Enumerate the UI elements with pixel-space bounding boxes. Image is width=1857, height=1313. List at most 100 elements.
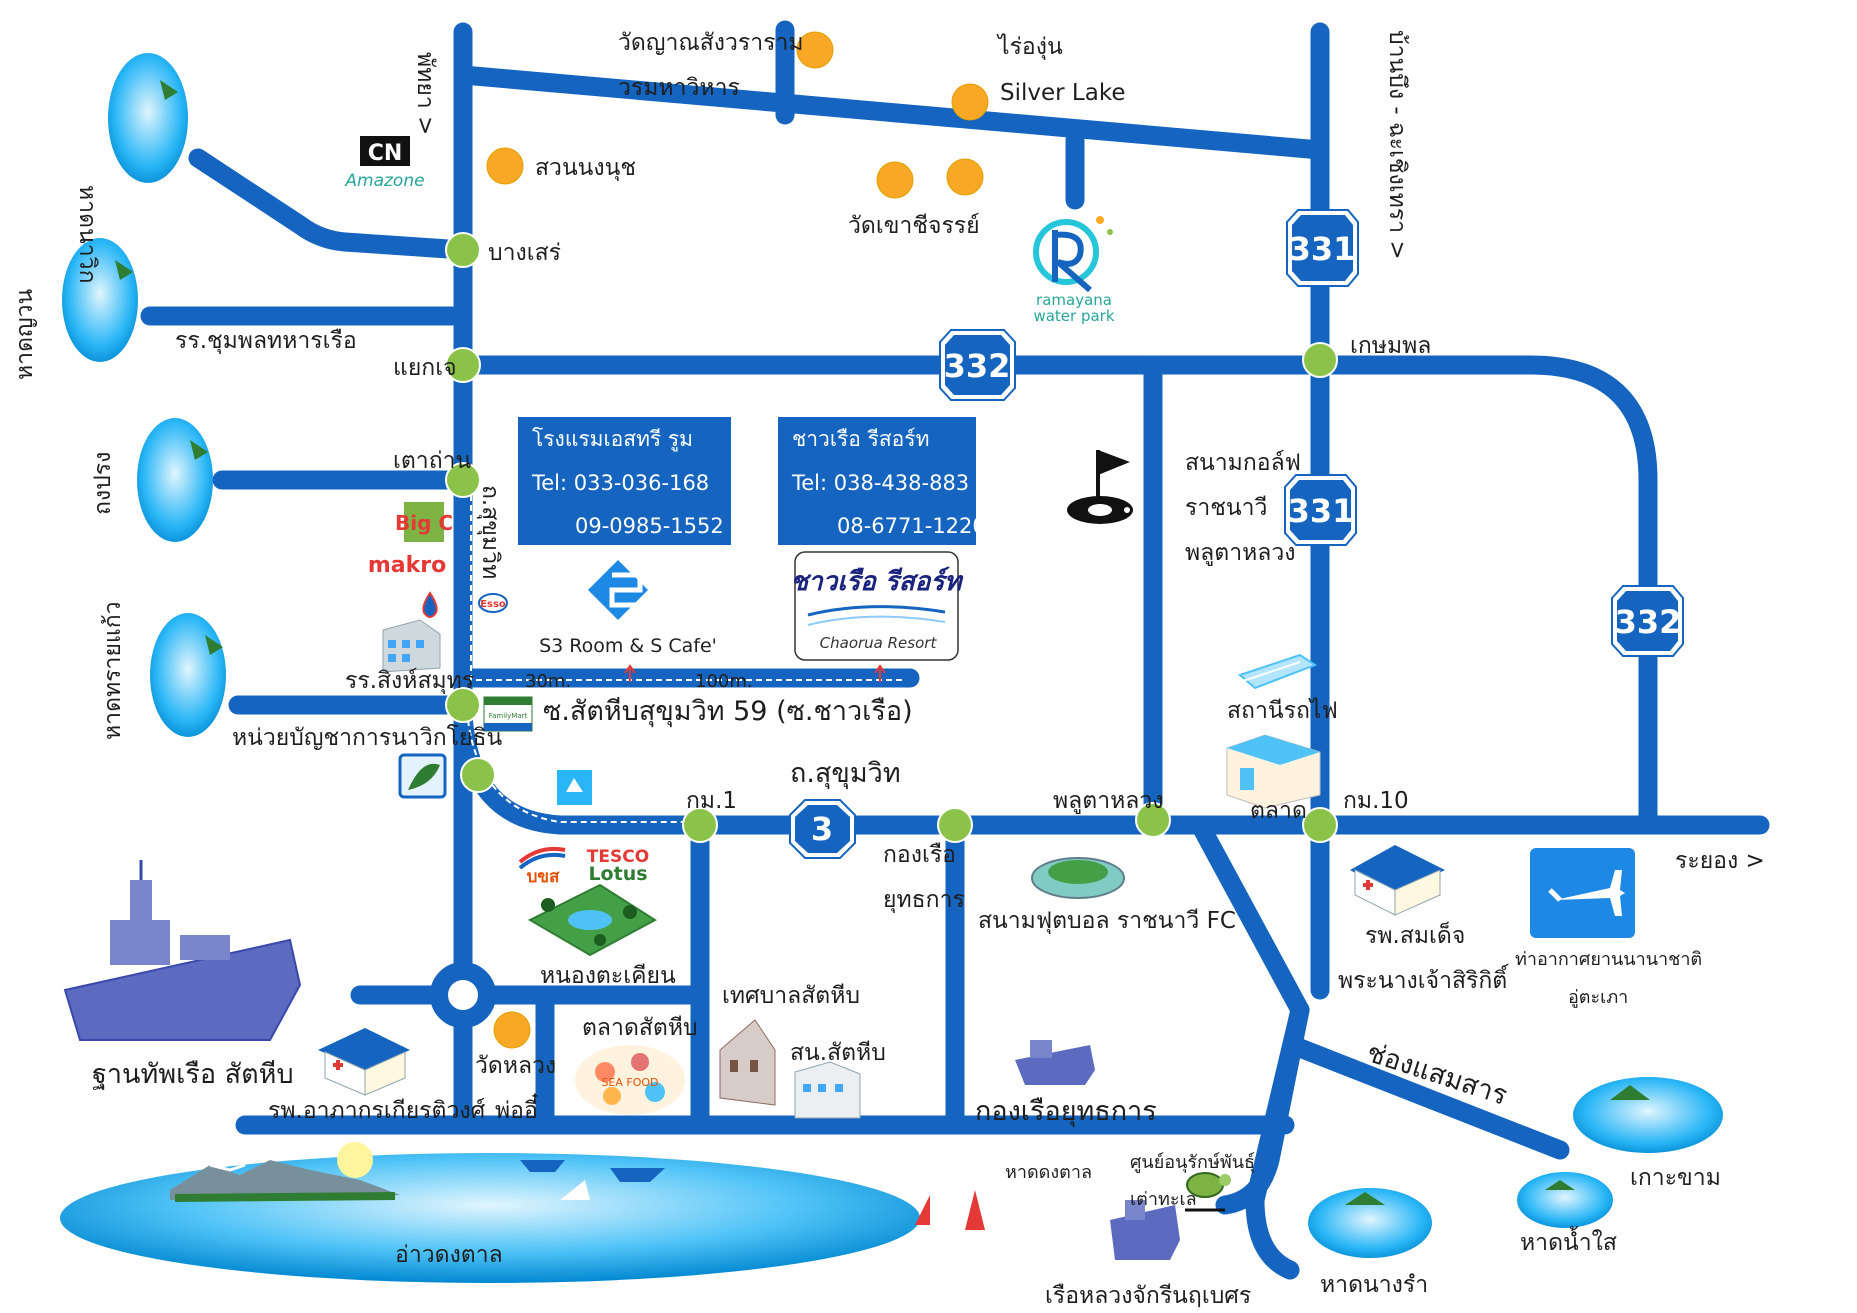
label-market[interactable]: ตลาด: [1250, 798, 1307, 824]
chaorua-logo-title: ชาวเรือ รีสอร์ท: [791, 566, 965, 597]
label-phlu-ta-luang[interactable]: พลูตาหลวง: [1053, 788, 1164, 814]
label-hat-nang-ram[interactable]: หาดนางรำ: [1320, 1272, 1428, 1298]
island-ko-kham[interactable]: [1573, 1077, 1723, 1153]
cn-logo-letters: CN: [368, 141, 403, 166]
label-silver-lake[interactable]: Silver Lake: [1000, 80, 1125, 106]
junction-km10[interactable]: [1302, 807, 1338, 843]
label-municipality[interactable]: เทศบาลสัตหีบ: [722, 983, 860, 1009]
golf-course-icon[interactable]: [1067, 450, 1133, 524]
label-naval-unit[interactable]: หน่วยบัญชาการนาวิกโยธิน: [232, 724, 503, 751]
junction-km1[interactable]: [682, 807, 718, 843]
junction-yaek-ko[interactable]: [445, 347, 481, 383]
label-kong-ruea-1[interactable]: กองเรือ: [883, 842, 956, 868]
label-hospital-somdet-1[interactable]: รพ.สมเด็จ: [1365, 920, 1465, 949]
junction-tao-than[interactable]: [445, 462, 481, 498]
cartoon-network-amazone-logo[interactable]: CN Amazone: [344, 136, 425, 191]
bus-station-logo[interactable]: บขส: [518, 846, 566, 887]
ramayana-water-park-logo[interactable]: ramayana water park: [1033, 216, 1115, 325]
label-wat-luang-1[interactable]: วัดหลวง: [475, 1053, 556, 1079]
roundabout: [430, 962, 496, 1028]
label-golf-2[interactable]: ราชนาวี: [1185, 495, 1267, 521]
label-to-chachoengsao: บ้านบึง - ฉะเชิงเทรา >: [1384, 30, 1410, 260]
junction-kasempol[interactable]: [1302, 342, 1338, 378]
beach-sai-kaew[interactable]: [150, 613, 226, 737]
hospital-apakorn-icon[interactable]: [318, 1028, 410, 1096]
label-hospital-apakorn[interactable]: รพ.อาภากรเกียรติวงศ์: [268, 1097, 486, 1124]
poi-wat-luang[interactable]: [493, 1011, 531, 1049]
label-turtle-1[interactable]: ศูนย์อนุรักษ์พันธุ์: [1130, 1152, 1255, 1173]
airport-icon[interactable]: [1530, 848, 1635, 938]
beach-nam-sai[interactable]: [1517, 1172, 1613, 1228]
makro-logo[interactable]: makro: [368, 553, 446, 578]
poi-silver-lake[interactable]: [951, 83, 989, 121]
ptt-fuel-icon: [422, 591, 438, 618]
junction-kong-ruea[interactable]: [937, 807, 973, 843]
label-hospital-somdet-2[interactable]: พระนางเจ้าสิริกิติ์: [1338, 963, 1510, 994]
label-airport-1[interactable]: ท่าอากาศยานนานาชาติ: [1515, 949, 1702, 970]
seafood-market-icon[interactable]: SEA FOOD: [575, 1045, 685, 1115]
label-hat-dong-tan[interactable]: หาดดงตาล: [1005, 1162, 1092, 1183]
info-box-s3-name: โรงแรมเอสทรี รูม: [532, 427, 693, 452]
hospital-somdet-icon[interactable]: [1350, 845, 1445, 916]
beach-yin[interactable]: [62, 238, 138, 362]
esso-logo[interactable]: Esso: [478, 593, 508, 613]
familymart-logo-text: FamilyMart: [489, 712, 528, 720]
label-golf-3[interactable]: พลูตาหลวง: [1185, 540, 1296, 566]
junction-phlu-ta-luang[interactable]: [1135, 802, 1171, 838]
label-suan-nongnooch[interactable]: สวนนงนุช: [535, 155, 636, 181]
bigc-logo[interactable]: Big C: [395, 502, 453, 542]
beach-nawa[interactable]: [108, 53, 188, 183]
label-wat-luang-2[interactable]: พ่ออี๋: [495, 1093, 538, 1124]
label-train-station[interactable]: สถานีรถไฟ: [1227, 697, 1338, 724]
junction-sukhumvit-curve[interactable]: [460, 757, 496, 793]
label-sattahip-market[interactable]: ตลาดสัตหีบ: [582, 1015, 698, 1041]
label-fleet[interactable]: กองเรือยุทธการ: [975, 1096, 1157, 1128]
label-ao-dong-tan[interactable]: อ่าวดงตาล: [395, 1242, 503, 1268]
poi-wat-khao-chee-2[interactable]: [946, 158, 984, 196]
label-stadium[interactable]: สนามฟุตบอล ราชนาวี FC: [978, 908, 1236, 934]
label-wat-yannasang-2[interactable]: วรมหาวิหาร: [618, 75, 740, 101]
label-school-singhasamut[interactable]: รร.สิงห์สมุทร: [345, 667, 474, 694]
label-wat-khao-chee[interactable]: วัดเขาชีจรรย์: [848, 212, 980, 239]
beach-thung-prong[interactable]: [137, 418, 213, 542]
junction-bang-saray[interactable]: [445, 232, 481, 268]
label-beach-thung-prong[interactable]: ถงปรง: [90, 452, 116, 515]
beach-nang-ram[interactable]: [1308, 1188, 1432, 1258]
familymart-logo[interactable]: FamilyMart: [483, 696, 533, 732]
label-kong-ruea-2[interactable]: ยุทธการ: [883, 887, 965, 913]
label-soi-sattahip[interactable]: ซ.สัตหีบสุขุมวิท 59 (ซ.ชาวเรือ): [543, 696, 913, 728]
label-school-chumpol[interactable]: รร.ชุมพลทหารเรือ: [175, 328, 357, 354]
info-box-s3-room[interactable]: โรงแรมเอสทรี รูม Tel: 033-036-168 09-098…: [518, 417, 731, 545]
label-nong-takhian[interactable]: หนองตะเคียน: [540, 963, 676, 989]
municipality-building-icon: [719, 1019, 776, 1106]
label-naval-base[interactable]: ฐานทัพเรือ สัตหีบ: [92, 1059, 294, 1090]
junction-singhasamut[interactable]: [445, 687, 481, 723]
label-turtle-2[interactable]: เต่าทะเล: [1130, 1189, 1197, 1210]
tesco-lotus-logo[interactable]: TESCO Lotus: [587, 847, 649, 885]
label-bang-saray[interactable]: บางเสร่: [488, 240, 561, 266]
stadium-icon[interactable]: [1031, 857, 1125, 899]
chaorua-resort-logo[interactable]: ชาวเรือ รีสอร์ท SEA FOOD Chaorua Resort: [791, 551, 965, 661]
label-police[interactable]: สน.สัตหีบ: [790, 1040, 886, 1066]
label-ko-kham[interactable]: เกาะขาม: [1630, 1165, 1721, 1191]
label-tao-than[interactable]: เตาถ่าน: [393, 448, 472, 474]
label-wat-yannasang-1[interactable]: วัดญาณสังวราราม: [618, 30, 804, 56]
road-south-chakri: [1215, 1000, 1310, 1215]
label-ship-chakri[interactable]: เรือหลวงจักรีนฤเบศร: [1045, 1283, 1251, 1309]
label-beach-nawa[interactable]: หาดนาวิก: [74, 185, 100, 284]
label-yaek-ko[interactable]: แยกเจ: [393, 355, 457, 381]
info-box-chaorua[interactable]: ชาวเรือ รีสอร์ท Tel: 038-438-883 08-6771…: [778, 417, 986, 545]
label-kasempol[interactable]: เกษมพล: [1350, 333, 1431, 359]
label-beach-sai-kaew[interactable]: หาดทรายแก้ว: [100, 601, 126, 740]
label-golf-1[interactable]: สนามกอล์ฟ: [1185, 449, 1301, 476]
label-rai-aun[interactable]: ไร่องุ่น: [996, 33, 1063, 60]
poi-wat-yannasang[interactable]: [796, 31, 834, 69]
info-box-chaorua-tel: Tel: 038-438-883: [791, 471, 969, 495]
s3-room-logo[interactable]: S3 Room & S Cafe': [539, 560, 717, 657]
label-airport-2[interactable]: อู่ตะเภา: [1568, 987, 1628, 1008]
label-beach-yin[interactable]: หาดญวน: [12, 288, 38, 380]
poi-nongnooch[interactable]: [486, 147, 524, 185]
poi-wat-khao-chee-1[interactable]: [876, 161, 914, 199]
label-hat-nam-sai[interactable]: หาดน้ำใส: [1520, 1226, 1617, 1256]
shield-331-top-label: 331: [1289, 230, 1356, 268]
